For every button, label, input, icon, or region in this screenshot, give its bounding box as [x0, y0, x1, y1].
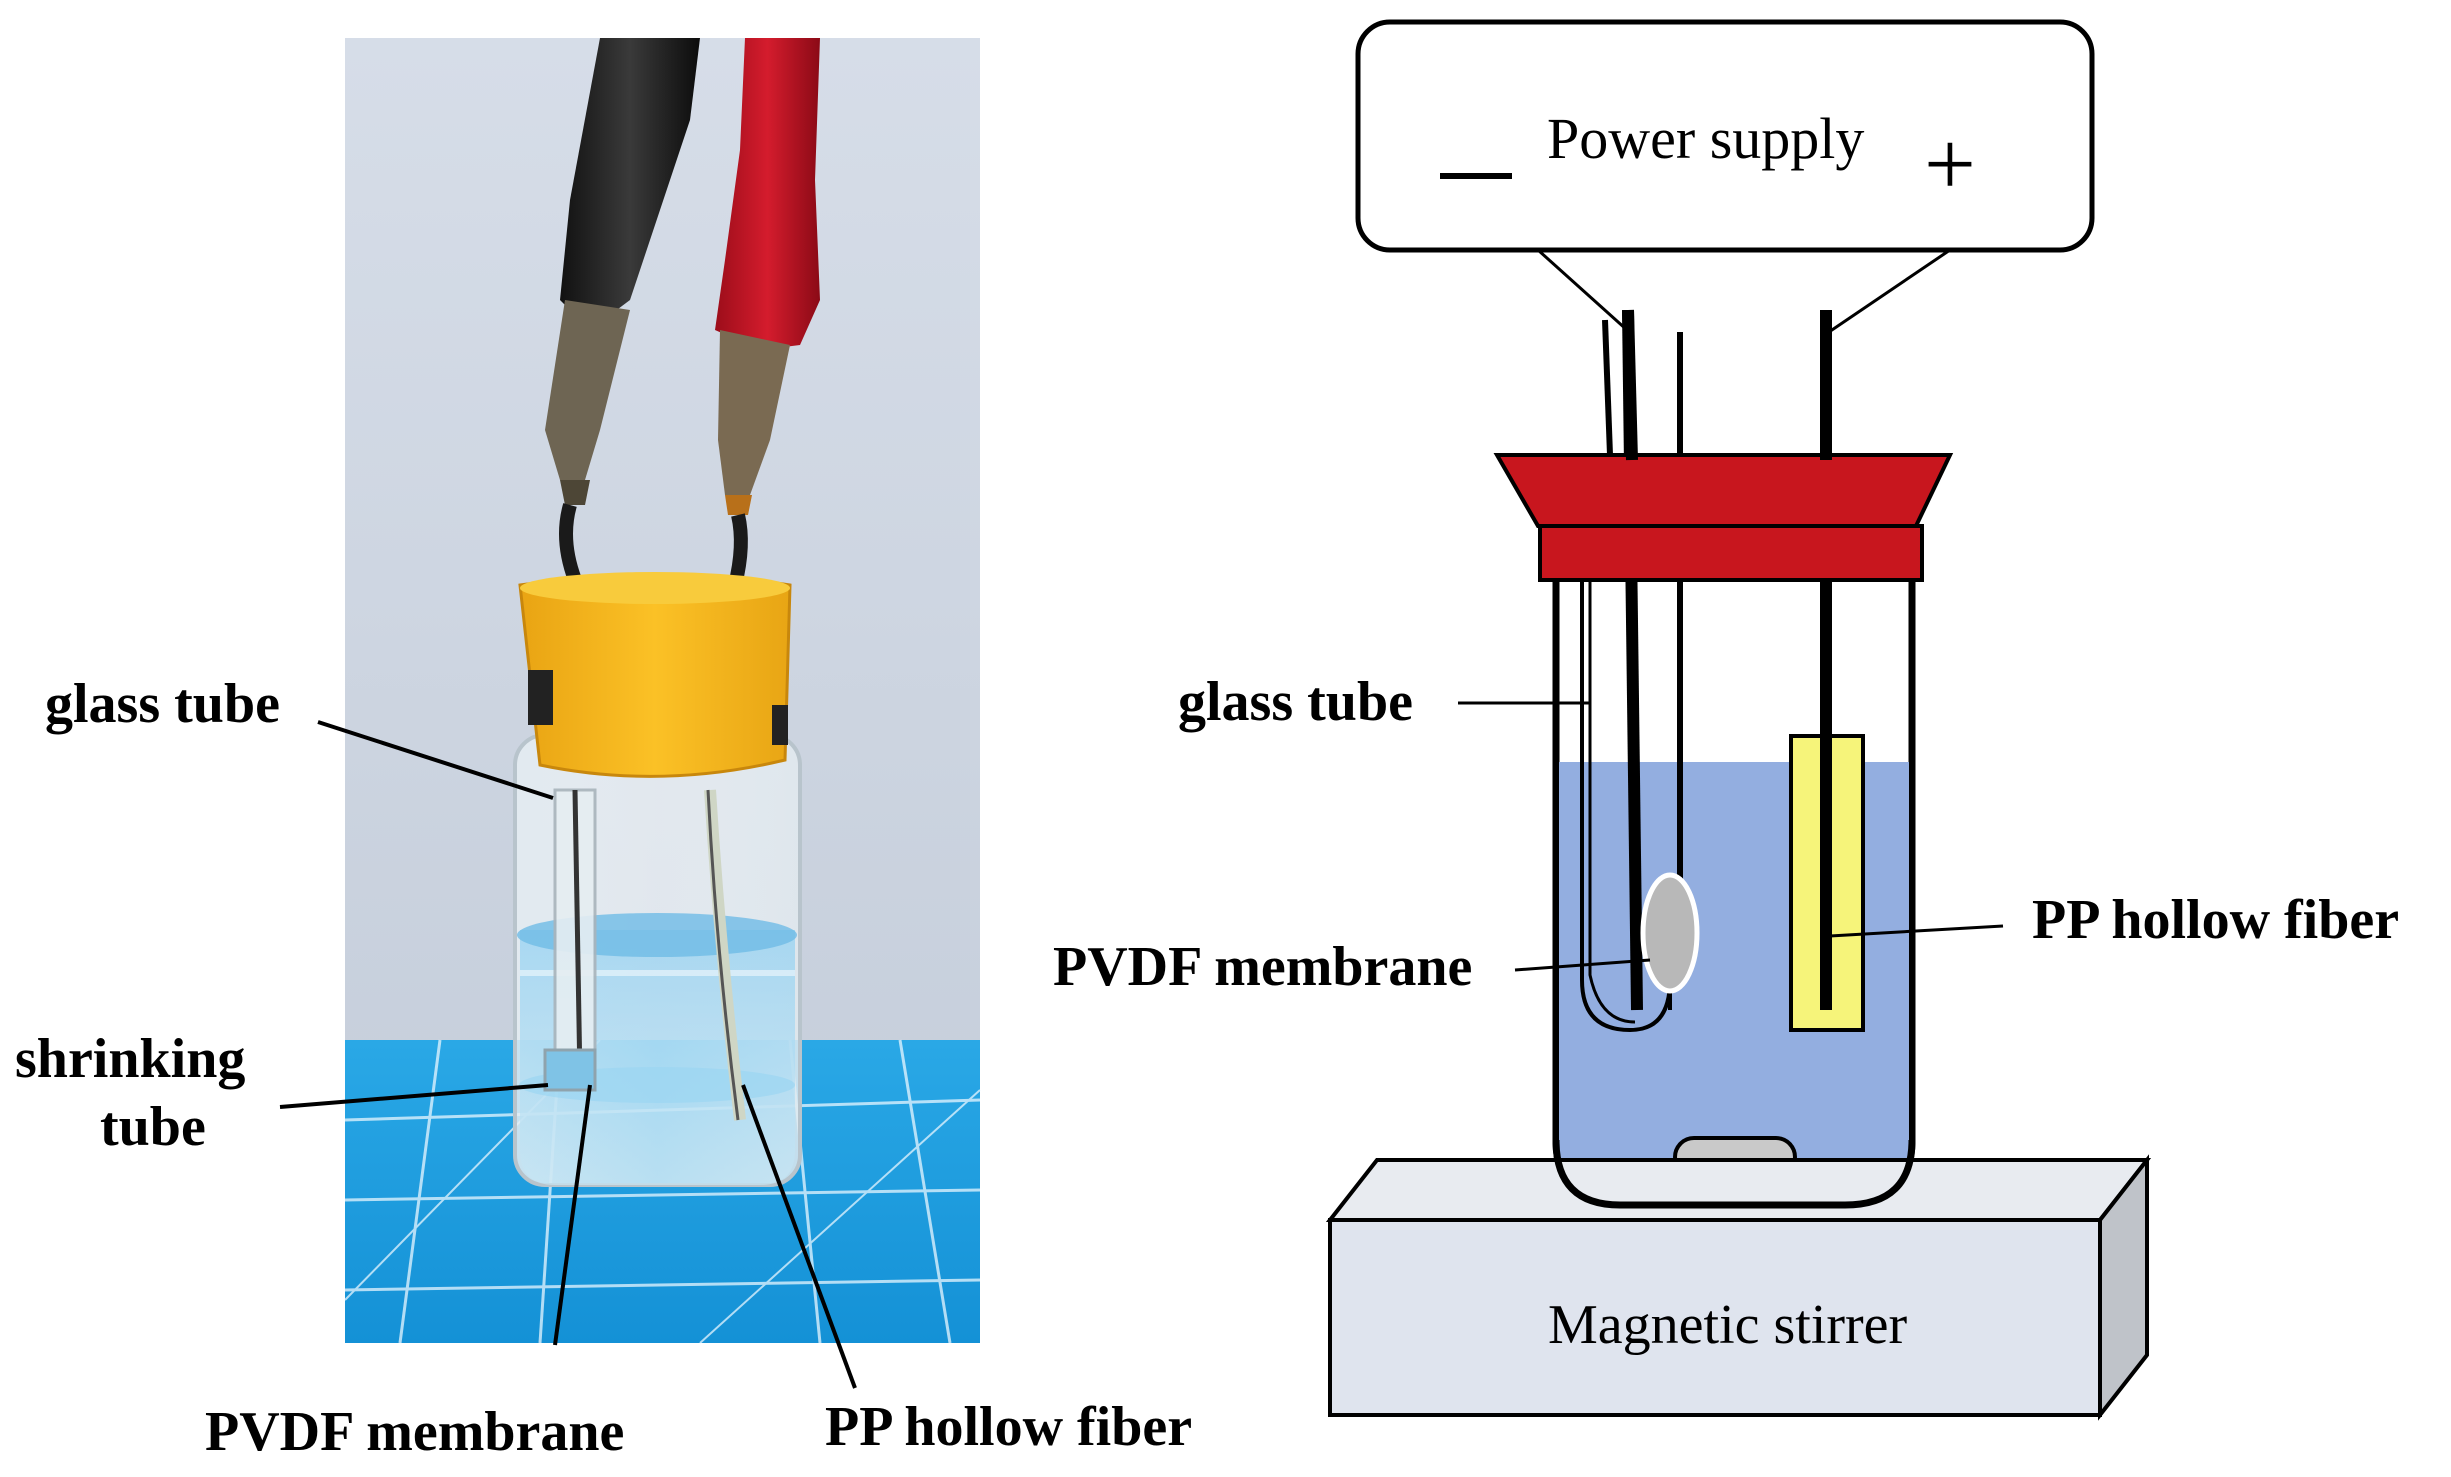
stopper-top: [1493, 453, 1954, 528]
shrinking-tube-shape: [543, 1048, 597, 1092]
plus-sign-label: +: [1924, 113, 1976, 215]
schematic-label-pvdf-membrane: PVDF membrane: [1053, 936, 1473, 998]
schematic-leader-lines: [1458, 701, 2004, 972]
schematic-label-pp-hollow-fiber: PP hollow fiber: [2032, 889, 2400, 951]
power-supply-box: [1355, 19, 2095, 253]
magnetic-stirrer: [1325, 1154, 2152, 1421]
photo-leader-lines: [279, 720, 857, 1389]
schematic-glass-tube: [1580, 580, 1672, 1033]
photo-label-glass-tube: glass tube: [45, 673, 280, 735]
pvdf-membrane-shape: [1640, 872, 1700, 994]
power-supply-label: Power supply: [1547, 106, 1865, 171]
magnetic-stirrer-label: Magnetic stirrer: [1548, 1294, 1908, 1356]
yellow-stopper: [518, 572, 792, 778]
photo-hollow-fiber: [704, 789, 746, 1121]
stopper-bottom: [1538, 524, 1924, 582]
black-clip: [545, 38, 700, 505]
red-clip: [715, 38, 820, 515]
photo-label-pvdf-membrane: PVDF membrane: [205, 1401, 625, 1463]
schematic-label-glass-tube: glass tube: [1178, 671, 1413, 733]
power-connections: [1536, 248, 1951, 336]
photo-label-tube: tube: [100, 1096, 206, 1158]
photo-label-shrinking: shrinking: [15, 1028, 246, 1090]
photo-label-pp-hollow-fiber: PP hollow fiber: [825, 1396, 1193, 1458]
